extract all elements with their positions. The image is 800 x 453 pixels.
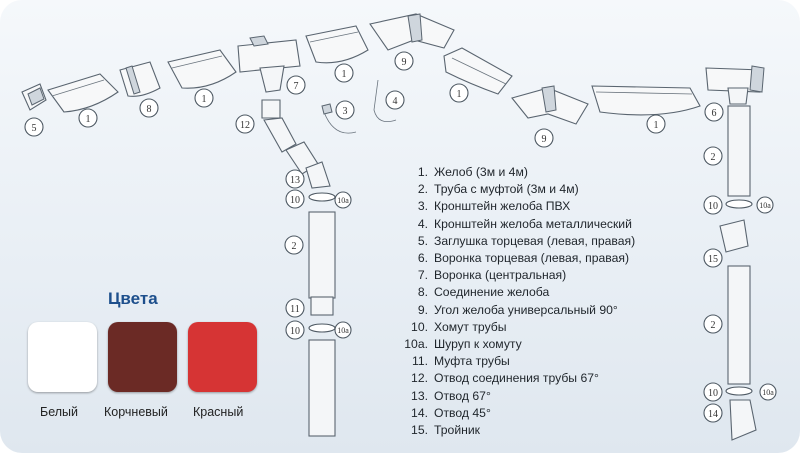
svg-text:8: 8 (147, 104, 152, 115)
callout-13: 13 (285, 169, 305, 189)
legend-item: 9.Угол желоба универсальный 90° (417, 302, 618, 317)
gutter-part (167, 49, 237, 89)
callout-1: 1 (646, 114, 666, 134)
parts-legend: 1.Желоб (3м и 4м) 2.Труба с муфтой (3м и… (398, 164, 635, 439)
svg-text:10: 10 (290, 326, 300, 337)
callout-12: 12 (235, 114, 255, 134)
gutter-part (305, 25, 369, 64)
right-downpipe (719, 105, 757, 441)
callout-10: 10 (703, 195, 723, 215)
svg-text:10: 10 (708, 388, 718, 399)
svg-text:9: 9 (402, 57, 407, 68)
svg-text:9: 9 (542, 134, 547, 145)
svg-text:10a: 10a (337, 196, 349, 205)
callout-6: 6 (704, 102, 724, 122)
svg-text:10: 10 (708, 201, 718, 212)
svg-text:10a: 10a (762, 388, 774, 397)
callout-1: 1 (449, 83, 469, 103)
callout-11: 11 (285, 298, 305, 318)
color-swatch-brown (108, 322, 177, 392)
gutter-corner-part (369, 13, 455, 51)
legend-item: 14.Отвод 45° (411, 405, 491, 420)
callout-1: 1 (194, 88, 214, 108)
svg-text:5: 5 (32, 123, 37, 134)
svg-text:4: 4 (393, 96, 398, 107)
callout-2: 2 (703, 146, 723, 166)
legend-item: 1.Желоб (3м и 4м) (417, 165, 528, 179)
legend-item: 13.Отвод 67° (411, 388, 491, 403)
svg-text:1: 1 (457, 89, 462, 100)
svg-text:6: 6 (712, 108, 717, 119)
color-label-white: Белый (40, 405, 79, 419)
gutter-part (443, 47, 513, 95)
metal-bracket-part (373, 79, 397, 123)
legend-item: 12.Отвод соединения трубы 67° (411, 371, 599, 386)
callout-10a: 10a (759, 383, 777, 401)
end-funnel-part (705, 65, 765, 105)
svg-text:2: 2 (711, 320, 716, 331)
svg-text:1: 1 (86, 114, 91, 125)
legend-item: 15.Тройник (411, 423, 480, 438)
legend-item: 5.Заглушка торцевая (левая, правая) (417, 233, 636, 248)
legend-item: 7.Воронка (центральная) (417, 268, 567, 283)
svg-text:1: 1 (202, 94, 207, 105)
legend-item: 2.Труба с муфтой (3м и 4м) (417, 182, 579, 197)
callout-10: 10 (703, 382, 723, 402)
svg-text:10: 10 (290, 195, 300, 206)
callout-7: 7 (286, 75, 306, 95)
callout-10a: 10a (756, 196, 774, 214)
callout-1: 1 (78, 108, 98, 128)
callout-10a: 10a (334, 321, 352, 339)
callout-2: 2 (703, 314, 723, 334)
svg-text:14: 14 (708, 409, 718, 420)
legend-item: 8.Соединение желоба (417, 285, 550, 300)
color-label-red: Красный (193, 405, 244, 419)
legend-item: 10.Хомут трубы (411, 319, 507, 334)
callout-15: 15 (703, 248, 723, 268)
svg-text:2: 2 (711, 152, 716, 163)
svg-text:12: 12 (240, 120, 250, 131)
legend-item: 10a.Шуруп к хомуту (404, 337, 522, 352)
legend-item: 4.Кронштейн желоба металлический (417, 216, 632, 231)
svg-text:11: 11 (290, 304, 300, 315)
callout-10a: 10a (334, 191, 352, 209)
callout-9: 9 (394, 51, 414, 71)
legend-item: 3.Кронштейн желоба ПВХ (417, 199, 571, 214)
callout-5: 5 (24, 117, 44, 137)
callout-8: 8 (139, 98, 159, 118)
svg-text:10a: 10a (759, 201, 771, 210)
callout-9: 9 (534, 128, 554, 148)
callout-14: 14 (703, 403, 723, 423)
gutter-corner-part (511, 85, 589, 125)
gutter-part (591, 85, 701, 116)
end-cap-part (21, 83, 47, 111)
callout-10: 10 (285, 189, 305, 209)
legend-item: 6.Воронка торцевая (левая, правая) (417, 251, 630, 266)
callout-1: 1 (334, 63, 354, 83)
central-funnel-part (237, 35, 301, 93)
svg-text:15: 15 (708, 254, 718, 265)
svg-text:1: 1 (342, 69, 347, 80)
svg-text:3: 3 (343, 106, 348, 117)
svg-text:2: 2 (292, 241, 297, 252)
color-label-brown: Корчневый (104, 405, 168, 419)
colors-title: Цвета (108, 289, 158, 308)
callout-3: 3 (335, 100, 355, 120)
color-swatch-red (188, 322, 257, 392)
callout-2: 2 (284, 235, 304, 255)
svg-text:1: 1 (654, 120, 659, 131)
legend-item: 11.Муфта трубы (411, 354, 510, 369)
svg-text:7: 7 (294, 81, 299, 92)
gutter-connector-part (119, 61, 161, 97)
gutter-part (47, 73, 119, 113)
callout-4: 4 (385, 90, 405, 110)
color-swatch-white (28, 322, 97, 392)
svg-text:10a: 10a (337, 326, 349, 335)
callout-10: 10 (285, 320, 305, 340)
pvc-bracket-part (321, 103, 357, 134)
left-downpipe (261, 99, 336, 437)
svg-text:13: 13 (290, 175, 300, 186)
